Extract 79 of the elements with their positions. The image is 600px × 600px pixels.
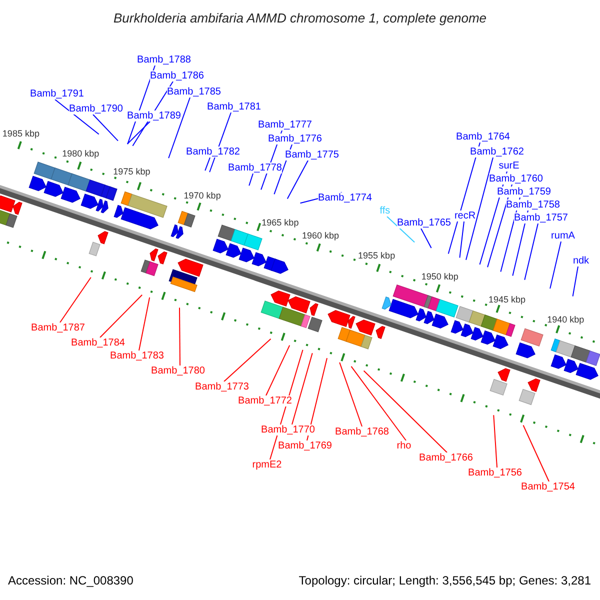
gene-label: Bamb_1754 — [521, 482, 575, 492]
gene-label: Bamb_1785 — [167, 86, 221, 98]
gene-label: Bamb_1780 — [151, 366, 205, 376]
gene-label: Bamb_1757 — [514, 212, 568, 224]
gene-label: Bamb_1786 — [150, 70, 204, 82]
leader-line — [524, 223, 538, 280]
scale-label: 1965 kbp — [262, 217, 299, 228]
leader-line — [363, 370, 448, 453]
leader-line — [466, 157, 494, 260]
gene-label: Bamb_1781 — [207, 102, 261, 112]
gene-label: Bamb_1769 — [278, 440, 332, 452]
scale-label: 1985 kbp — [2, 128, 40, 140]
leader-line — [550, 241, 562, 290]
leader-line — [350, 366, 406, 441]
gene-label: Bamb_1760 — [489, 174, 543, 184]
gene-label: Bamb_1762 — [470, 146, 524, 158]
gene-label: recR — [454, 210, 476, 222]
genome-stats-text: Topology: circular; Length: 3,556,545 bp; Genes: 3,281 — [298, 576, 591, 586]
leader-line — [292, 352, 313, 425]
gene-label: Bamb_1783 — [110, 350, 164, 362]
leader-line — [179, 307, 180, 366]
gene-label: Bamb_1759 — [497, 186, 551, 198]
diagram-title: Burkholderia ambifaria AMMD chromosome 1, complete genome — [113, 12, 487, 24]
gene-label: ffs — [380, 206, 390, 216]
gene-label: Bamb_1790 — [69, 104, 123, 114]
gene-label: Bamb_1758 — [506, 200, 560, 210]
gene-label: ndk — [572, 256, 590, 266]
gene-label: Bamb_1775 — [285, 150, 339, 160]
leader-line — [248, 173, 254, 186]
gene-label: surE — [498, 160, 520, 172]
leader-line — [266, 344, 290, 396]
leader-line — [459, 221, 464, 258]
gene-label: Bamb_1788 — [137, 54, 191, 66]
leader-line — [572, 266, 578, 297]
scale-label: 1970 kbp — [184, 190, 221, 202]
leader-line — [138, 296, 150, 351]
scale-label: 1960 kbp — [302, 230, 340, 242]
gene-label: Bamb_1782 — [186, 146, 240, 158]
leader-line — [60, 276, 92, 323]
leader-line — [386, 216, 416, 243]
leader-line — [126, 121, 150, 144]
leader-line — [204, 157, 210, 172]
gene-label: Bamb_1774 — [318, 192, 372, 204]
gene-label: Bamb_1773 — [195, 382, 249, 392]
scale-label: 1980 kbp — [62, 148, 100, 160]
gene-label: Bamb_1765 — [397, 218, 451, 228]
gene-label: rho — [396, 440, 412, 452]
gene-label: Bamb_1777 — [258, 120, 312, 130]
leader-line — [493, 414, 498, 468]
gene-label: Bamb_1768 — [335, 426, 389, 438]
leader-line — [100, 294, 143, 338]
gene-label: Bamb_1770 — [261, 424, 315, 436]
gene-label: Bamb_1756 — [468, 468, 522, 478]
leader-line — [522, 424, 550, 482]
gene-label: Bamb_1772 — [238, 396, 292, 406]
leader-line — [339, 362, 362, 427]
leader-line — [420, 228, 432, 248]
leader-line — [286, 160, 308, 200]
scale-label: 1975 kbp — [113, 166, 150, 178]
scale-label: 1940 kbp — [547, 314, 584, 326]
gene-label: rpmE2 — [252, 460, 282, 470]
gene-label: Bamb_1776 — [268, 134, 322, 144]
scale-label: 1945 kbp — [488, 294, 526, 306]
leader-line — [168, 97, 190, 159]
gene-label: Bamb_1766 — [419, 452, 473, 464]
gene-label: Bamb_1789 — [127, 110, 181, 122]
leader-line — [54, 99, 100, 135]
gene-label: Bamb_1784 — [71, 338, 125, 348]
leader-line — [306, 358, 328, 441]
gene-label: Bamb_1787 — [31, 322, 85, 334]
scale-label: 1955 kbp — [358, 250, 396, 262]
accession-text: Accession: NC_008390 — [8, 576, 134, 586]
gene-label: rumA — [551, 230, 575, 242]
leader-line — [224, 338, 272, 382]
gene-label: Bamb_1778 — [228, 162, 282, 174]
gene-label: Bamb_1791 — [30, 88, 84, 100]
gene-label: Bamb_1764 — [456, 132, 510, 142]
leader-line — [92, 114, 118, 142]
scale-label: 1950 kbp — [421, 272, 458, 283]
